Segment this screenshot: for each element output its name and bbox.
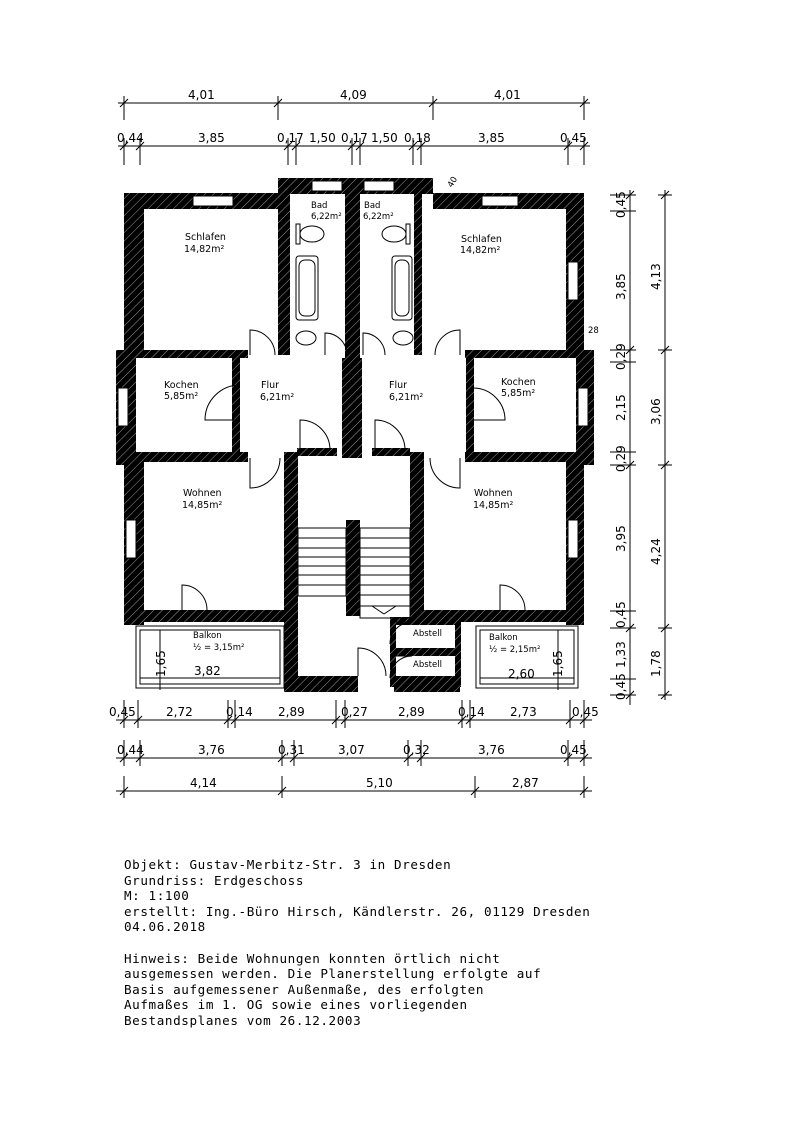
room-area-balkon-right: ½ = 2,15m² [489, 645, 540, 655]
room-area-flur-left: 6,21m² [260, 392, 294, 403]
right-inner-dim-2: 3,85 [614, 273, 628, 300]
bottom-dim2-2: 3,76 [198, 743, 225, 757]
bottom-dim3-1: 4,14 [190, 776, 217, 790]
right-inner-dim-6: 3,95 [614, 525, 628, 552]
label-28: 28 [588, 326, 599, 336]
room-label-wohnen-right: Wohnen [474, 488, 513, 499]
bottom-dim1-7: 0,14 [458, 705, 485, 719]
bottom-dim1-9: 0,45 [572, 705, 599, 719]
balcony-right-depth: 1,65 [551, 650, 565, 677]
bottom-dim1-8: 2,73 [510, 705, 537, 719]
right-outer-dim-3: 4,24 [649, 538, 663, 565]
room-label-balkon-right: Balkon [489, 633, 518, 643]
top-dim2-2: 3,85 [198, 131, 225, 145]
right-inner-dim-8: 1,33 [614, 641, 628, 668]
info-erstellt: erstellt: Ing.-Büro Hirsch, Kändlerstr. … [124, 903, 591, 919]
room-floors [136, 194, 576, 610]
right-outer-dim-1: 4,13 [649, 263, 663, 290]
room-label-flur-right: Flur [389, 380, 407, 391]
room-area-schlafen-right: 14,82m² [460, 245, 500, 256]
right-inner-dim-7: 0,45 [614, 601, 628, 628]
info-objekt: Objekt: Gustav-Merbitz-Str. 3 in Dresden [124, 857, 452, 872]
top-dim-1: 4,01 [188, 88, 215, 102]
room-area-wohnen-right: 14,85m² [473, 500, 513, 511]
room-labels: Schlafen 14,82m² Schlafen 14,82m² Bad 6,… [164, 201, 540, 670]
right-outer-dim-2: 3,06 [649, 398, 663, 425]
bottom-dim2-3: 0,31 [278, 743, 305, 757]
room-area-balkon-left: ½ = 3,15m² [193, 643, 244, 653]
top-dim2-7: 0,18 [404, 131, 431, 145]
door-swings [181, 329, 526, 679]
balcony-left-width: 3,82 [194, 664, 221, 678]
balconies [135, 625, 579, 690]
windows [117, 180, 589, 559]
info-hinweis-line-2: ausgemessen werden. Die Planerstellung e… [124, 966, 542, 981]
info-hinweis-line-3: Basis aufgemessener Außenmaße, des erfol… [124, 981, 485, 997]
top-dim-3: 4,01 [494, 88, 521, 102]
room-area-bad-left: 6,22m² [311, 212, 342, 222]
top-dim-2: 4,09 [340, 88, 367, 102]
balcony-right-width: 2,60 [508, 667, 535, 681]
top-dim2-9: 0,45 [560, 131, 587, 145]
bathroom-fixtures [295, 223, 414, 346]
room-area-schlafen-left: 14,82m² [184, 244, 224, 255]
bottom-dim2-4: 3,07 [338, 743, 365, 757]
plan-info-block: Objekt: Gustav-Merbitz-Str. 3 in Dresden… [124, 857, 644, 1028]
room-label-abstell-1: Abstell [413, 629, 442, 639]
room-area-flur-right: 6,21m² [389, 392, 423, 403]
room-area-kochen-left: 5,85m² [164, 391, 198, 402]
right-inner-dim-1: 0,45 [614, 191, 628, 218]
top-dim2-3: 0,17 [277, 131, 304, 145]
right-dimension-lines [610, 190, 672, 705]
room-label-flur-left: Flur [261, 380, 279, 391]
room-label-kochen-left: Kochen [164, 380, 199, 391]
room-area-wohnen-left: 14,85m² [182, 500, 222, 511]
room-label-schlafen-right: Schlafen [461, 234, 502, 245]
info-hinweis-line-1: Hinweis: Beide Wohnungen konnten örtlich… [124, 950, 501, 966]
bottom-dim1-3: 0,14 [226, 705, 253, 719]
right-outer-dim-4: 1,78 [649, 650, 663, 677]
label-40: 40 [446, 175, 460, 189]
info-datum: 04.06.2018 [124, 919, 206, 934]
top-dim2-8: 3,85 [478, 131, 505, 145]
right-inner-dim-9: 0,45 [614, 673, 628, 700]
top-dim2-5: 0,17 [341, 131, 368, 145]
bottom-dim3-3: 2,87 [512, 776, 539, 790]
top-dim2-1: 0,44 [117, 131, 144, 145]
info-hinweis-line-5: Bestandsplanes vom 26.12.2003 [124, 1012, 362, 1028]
room-label-bad-right: Bad [364, 201, 380, 211]
top-dimension-lines [118, 96, 590, 165]
bottom-dimension-lines [116, 700, 592, 798]
room-area-kochen-right: 5,85m² [501, 388, 535, 399]
bottom-dim2-5: 0,32 [403, 743, 430, 757]
bottom-dim1-2: 2,72 [166, 705, 193, 719]
bottom-dim2-7: 0,45 [560, 743, 587, 757]
bottom-dim1-4: 2,89 [278, 705, 305, 719]
right-inner-dim-3: 0,29 [614, 343, 628, 370]
info-massstab: M: 1:100 [124, 888, 190, 903]
room-label-wohnen-left: Wohnen [183, 488, 222, 499]
bottom-dim1-1: 0,45 [109, 705, 136, 719]
bottom-dim2-6: 3,76 [478, 743, 505, 757]
room-label-kochen-right: Kochen [501, 377, 536, 388]
staircase [297, 527, 411, 619]
room-label-abstell-2: Abstell [413, 660, 442, 670]
top-dim2-4: 1,50 [309, 131, 336, 145]
room-label-bad-left: Bad [311, 201, 327, 211]
balcony-left-depth: 1,65 [154, 650, 168, 677]
bottom-dim2-1: 0,44 [117, 743, 144, 757]
building-walls [116, 178, 594, 692]
info-grundriss: Grundriss: Erdgeschoss [124, 872, 305, 888]
bottom-dim3-2: 5,10 [366, 776, 393, 790]
bottom-dim1-5: 0,27 [341, 705, 368, 719]
right-inner-dim-5: 0,29 [614, 445, 628, 472]
top-dim2-6: 1,50 [371, 131, 398, 145]
bottom-dim1-6: 2,89 [398, 705, 425, 719]
right-inner-dim-4: 2,15 [614, 394, 628, 421]
room-area-bad-right: 6,22m² [363, 212, 394, 222]
room-label-balkon-left: Balkon [193, 631, 222, 641]
info-hinweis-line-4: Aufmaßes im 1. OG sowie eines vorliegend… [124, 997, 468, 1012]
room-label-schlafen-left: Schlafen [185, 232, 226, 243]
